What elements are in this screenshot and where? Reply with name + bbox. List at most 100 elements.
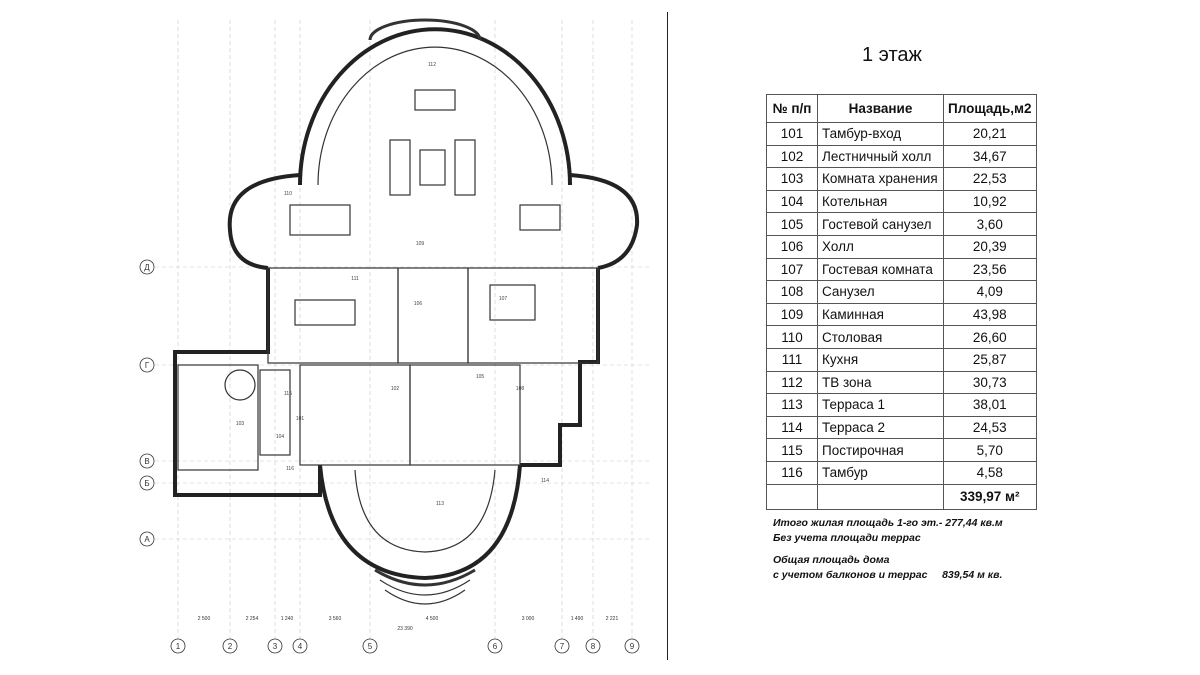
row-num: 111: [766, 347, 818, 372]
row-area: 30,73: [943, 370, 1037, 395]
axis-number-label: 7: [560, 642, 565, 651]
row-area: 20,39: [943, 234, 1037, 259]
header-area: Площадь,м2: [943, 94, 1037, 123]
row-name: Комната хранения: [817, 167, 944, 191]
row-area: 23,56: [943, 257, 1037, 282]
row-area: 5,70: [943, 438, 1037, 462]
dimension-label: 3 000: [522, 616, 535, 622]
floor-title: 1 этаж: [862, 44, 922, 66]
row-num: 104: [766, 189, 818, 214]
dimension-label: 1 240: [281, 616, 294, 622]
row-name: Тамбур: [817, 460, 944, 485]
row-num: 107: [766, 257, 818, 282]
table-header-row: № п/п Название Площадь,м2: [766, 94, 1037, 123]
note-total-area-value: 839,54 м кв.: [942, 569, 1003, 581]
row-area: 4,58: [943, 460, 1037, 485]
dimension-label: 2 500: [198, 616, 211, 622]
row-area: 38,01: [943, 393, 1037, 417]
axis-number-label: 6: [493, 642, 498, 651]
row-name: Гостевой санузел: [817, 212, 944, 236]
room-number-label: 101: [296, 416, 305, 422]
axis-number-label: 9: [630, 642, 635, 651]
axis-letter-label: Б: [144, 479, 149, 488]
axis-letter-label: Д: [144, 263, 150, 272]
room-number-label: 105: [476, 374, 485, 380]
row-num: 112: [766, 370, 818, 395]
room-number-label: 102: [391, 386, 400, 392]
axis-number-label: 1: [176, 642, 181, 651]
axis-number-label: 3: [273, 642, 278, 651]
row-area: 26,60: [943, 325, 1037, 349]
row-name: Постирочная: [817, 438, 944, 462]
row-area: 3,60: [943, 212, 1037, 236]
area-notes: Итого жилая площадь 1-го эт.- 277,44 кв.…: [773, 516, 1003, 583]
room-number-label: 116: [286, 466, 294, 472]
note-with-balconies-text: с учетом балконов и террас: [773, 569, 928, 581]
row-num: 113: [766, 393, 818, 417]
row-name: Холл: [817, 234, 944, 259]
room-number-label: 104: [276, 434, 285, 440]
row-name: ТВ зона: [817, 370, 944, 395]
row-name: Каминная: [817, 302, 944, 327]
row-area: 43,98: [943, 302, 1037, 327]
room-number-label: 107: [499, 296, 508, 302]
note-total-area-label: Общая площадь дома: [773, 554, 890, 566]
total-row: 339,97 м²: [766, 483, 1037, 510]
axis-number-label: 8: [591, 642, 596, 651]
row-area: 22,53: [943, 167, 1037, 191]
row-num: 105: [766, 212, 818, 236]
row-name: Гостевая комната: [817, 257, 944, 282]
room-number-label: 113: [436, 501, 444, 507]
total-area: 339,97 м²: [943, 483, 1037, 510]
row-name: Санузел: [817, 280, 944, 304]
row-num: 103: [766, 167, 818, 191]
row-num: 115: [766, 438, 818, 462]
room-number-label: 106: [414, 301, 423, 307]
row-num: 102: [766, 144, 818, 169]
row-area: 24,53: [943, 415, 1037, 440]
row-num: 108: [766, 280, 818, 304]
room-number-label: 111: [351, 276, 359, 282]
row-name: Столовая: [817, 325, 944, 349]
row-area: 34,67: [943, 144, 1037, 169]
axis-number-label: 5: [368, 642, 373, 651]
total-empty-cell: [817, 483, 944, 510]
row-num: 109: [766, 302, 818, 327]
axis-letter-label: В: [144, 457, 149, 466]
dimension-label: 3 560: [329, 616, 342, 622]
axis-letter-label: Г: [145, 361, 150, 370]
row-name: Котельная: [817, 189, 944, 214]
room-number-label: 109: [416, 241, 425, 247]
total-empty-cell: [766, 483, 818, 510]
room-number-label: 114: [541, 478, 549, 484]
row-num: 101: [766, 122, 818, 146]
row-num: 116: [766, 460, 818, 485]
row-area: 25,87: [943, 347, 1037, 372]
overall-dimension-label: 23 390: [397, 626, 413, 632]
dimension-label: 1 490: [571, 616, 584, 622]
row-area: 4,09: [943, 280, 1037, 304]
row-name: Терраса 1: [817, 393, 944, 417]
note-with-balconies: с учетом балконов и террас 839,54 м кв.: [773, 568, 1003, 583]
header-num: № п/п: [766, 94, 818, 123]
row-num: 114: [766, 415, 818, 440]
row-area: 20,21: [943, 122, 1037, 146]
axis-number-label: 2: [228, 642, 233, 651]
row-num: 106: [766, 234, 818, 259]
room-number-label: 103: [236, 421, 245, 427]
row-name: Кухня: [817, 347, 944, 372]
